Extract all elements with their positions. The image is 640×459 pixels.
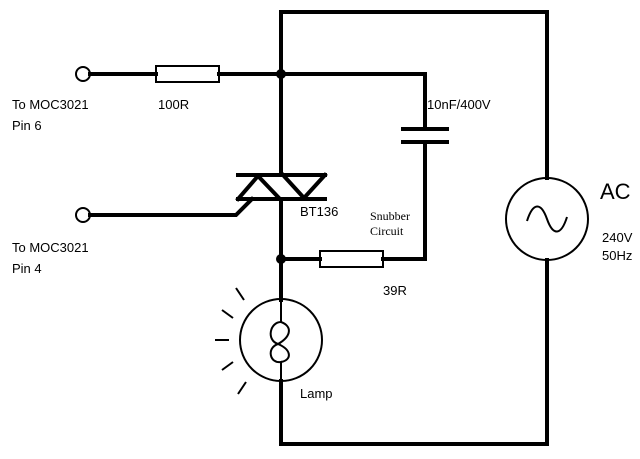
label-capacitor: 10nF/400V — [427, 97, 491, 112]
triac-triangle-right — [280, 172, 328, 201]
junction-top — [276, 69, 286, 79]
label-ac-freq: 50Hz — [602, 248, 633, 263]
triac-triangle-left — [235, 173, 283, 202]
label-lamp: Lamp — [300, 386, 333, 401]
label-snubber-line1: Snubber — [370, 209, 410, 223]
terminal-pin6 — [75, 66, 91, 82]
label-pin6-line2: Pin 6 — [12, 118, 42, 133]
wire-gate — [88, 196, 255, 217]
label-ac-voltage: 240V — [602, 230, 633, 245]
label-pin6-line1: To MOC3021 — [12, 97, 89, 112]
lamp-rays — [215, 287, 247, 395]
ac-sine-icon — [526, 205, 568, 233]
label-39r: 39R — [383, 283, 407, 298]
wire-right-outer — [279, 258, 549, 446]
label-pin4-line2: Pin 4 — [12, 261, 42, 276]
label-triac: BT136 — [300, 204, 339, 219]
terminal-pin4 — [75, 207, 91, 223]
junction-bottom — [276, 254, 286, 264]
lamp-filament — [269, 300, 282, 381]
label-snubber-line2: Circuit — [370, 224, 404, 238]
ac-source — [505, 177, 589, 261]
wire-top-outer — [279, 10, 549, 180]
resistor-39r — [319, 250, 384, 268]
wire-capacitor-down — [381, 140, 427, 261]
label-100r: 100R — [158, 97, 190, 112]
label-pin4-line1: To MOC3021 — [12, 240, 89, 255]
label-ac: AC — [600, 179, 631, 204]
resistor-100r — [155, 65, 220, 83]
lamp-filament-loop — [275, 321, 290, 363]
wire-pin6 — [88, 72, 427, 131]
